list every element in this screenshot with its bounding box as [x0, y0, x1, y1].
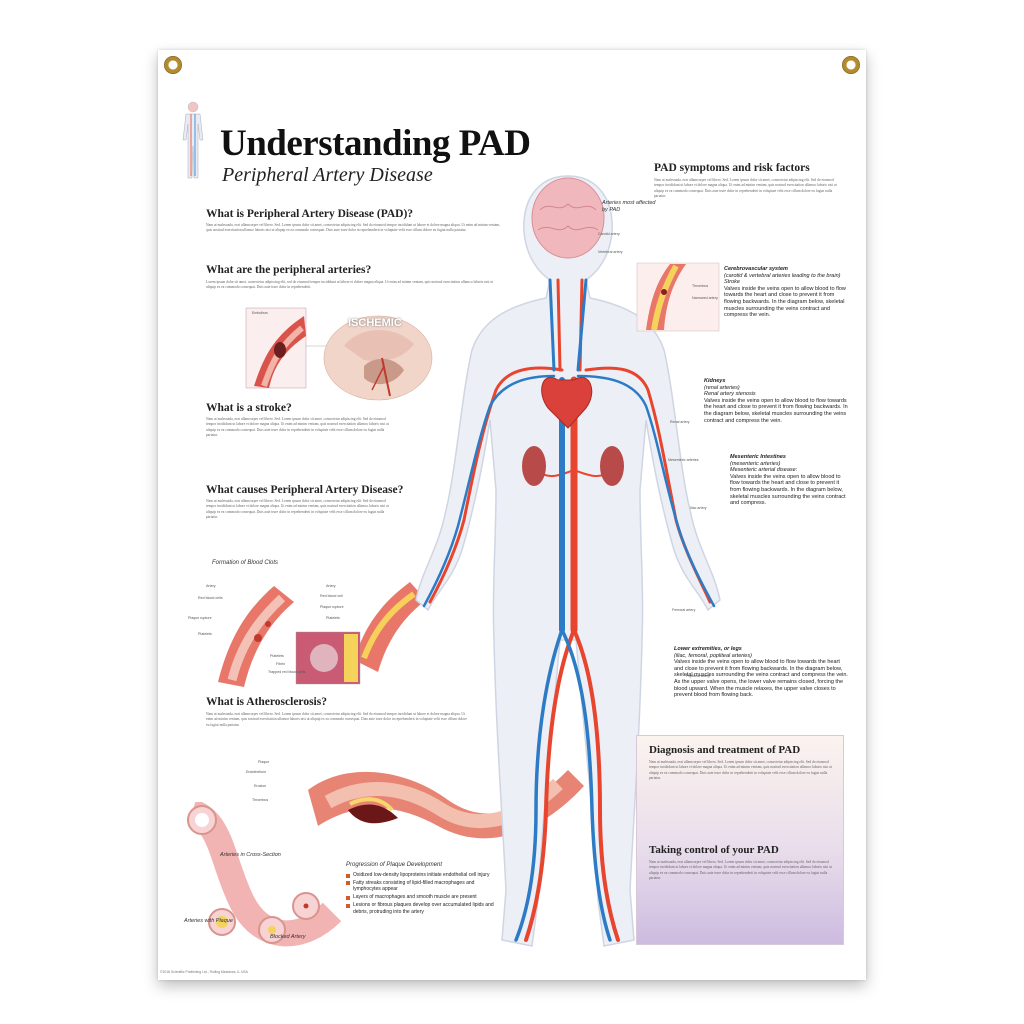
- poster: Understanding PAD Peripheral Artery Dise…: [158, 50, 866, 980]
- clot-label-artery-right: Artery: [326, 584, 336, 588]
- label-arteries-cross-section: Arteries in Cross-Section: [220, 852, 281, 858]
- progression-list: Oxidized low-density lipoproteins initia…: [346, 872, 496, 916]
- heading-stroke: What is a stroke?: [206, 402, 292, 414]
- label-arteries-plaque: Arteries with Plaque: [184, 918, 233, 924]
- cereb-title: Cerebrovascular system: [724, 266, 788, 272]
- clot-label-platelets: Platelets: [198, 632, 212, 636]
- athero-label-plaque: Plaque: [258, 760, 270, 764]
- text-what-is-pad: Nam ut malesuada, erat ullamcorper vel l…: [206, 223, 501, 233]
- legs-title: Lower extremities, or legs: [674, 646, 742, 652]
- clot-small-trapped: Trapped red blood cells: [268, 670, 306, 674]
- mes-body: Valves inside the veins open to allow bl…: [730, 473, 846, 507]
- mes-sub: (mesenteric arteries): [730, 460, 781, 467]
- body-label-carotid: Carotid artery: [598, 232, 620, 236]
- athero-label-erosion: Erosion: [254, 784, 267, 788]
- ischemic-stroke-figure: [245, 307, 433, 401]
- clot-label-rupture-right: Plaque rupture: [320, 605, 344, 609]
- label-formation-clots: Formation of Blood Clots: [212, 560, 279, 566]
- text-diagnosis: Nam ut malesuada, erat ullamcorper vel l…: [649, 760, 832, 781]
- grommet-left: [164, 56, 182, 74]
- body-label-popliteal: Popliteal artery: [686, 674, 710, 678]
- heading-causes: What causes Peripheral Artery Disease?: [206, 484, 404, 496]
- cereb-body: Valves inside the veins open to allow bl…: [724, 285, 846, 319]
- footer-copyright: ©2018 Scientific Publishing Ltd., Rollin…: [160, 970, 248, 974]
- circulatory-body-figure: [415, 175, 721, 947]
- callout-mesenteric: Mesenteric Intestines (mesenteric arteri…: [730, 454, 848, 507]
- clot-label-platelets-right: Platelets: [326, 616, 340, 620]
- mes-title: Mesenteric Intestines: [730, 454, 786, 460]
- text-stroke: Nam ut malesuada, erat ullamcorper vel l…: [206, 417, 389, 438]
- heading-peripheral-arteries: What are the peripheral arteries?: [206, 264, 372, 276]
- callout-cerebrovascular: Cerebrovascular system (carotid & verteb…: [724, 266, 848, 319]
- clot-label-rbc-right: Red blood cell: [320, 594, 343, 598]
- label-blocked-artery: Blocked Artery: [270, 934, 306, 940]
- kidney-sub2: Renal artery stenosis: [704, 391, 756, 398]
- athero-label-endothelium: Endothelium: [246, 770, 266, 774]
- cereb-label-narrowed: Narrowed artery: [692, 296, 718, 300]
- body-label-mesenteric: Mesenteric arteries: [668, 458, 699, 462]
- text-symptoms: Nam ut malesuada, erat ullamcorper vel l…: [654, 178, 837, 199]
- mes-sub2: Mesenteric arterial disease:: [730, 467, 798, 474]
- body-label-femoral: Femoral artery: [672, 608, 696, 612]
- kidney-sub: (renal arteries): [704, 384, 740, 391]
- legs-body: Valves inside the veins open to allow bl…: [674, 659, 848, 699]
- cereb-sub: (carotid & vertebral arteries leading to…: [724, 272, 841, 286]
- heading-symptoms: PAD symptoms and risk factors: [654, 162, 810, 174]
- callout-kidneys: Kidneys (renal arteries) Renal artery st…: [704, 378, 848, 424]
- body-label-vertebral: Vertebral artery: [598, 250, 623, 254]
- label-ischemic: ISCHEMIC: [348, 317, 402, 329]
- heading-taking-control: Taking control of your PAD: [649, 844, 779, 856]
- page-subtitle: Peripheral Artery Disease: [222, 164, 433, 186]
- text-peripheral-arteries: Lorem ipsum dolor sit amet, consectetur …: [206, 280, 494, 290]
- mini-body-icon: [182, 101, 204, 179]
- heading-diagnosis: Diagnosis and treatment of PAD: [649, 744, 801, 756]
- legs-sub: (iliac, femoral, popliteal arteries): [674, 652, 752, 659]
- clot-small-fibrin: Fibrin: [276, 662, 285, 666]
- heading-atherosclerosis: What is Atherosclerosis?: [206, 696, 327, 708]
- label-embolism: Embolism: [252, 311, 268, 315]
- body-label-iliac: Iliac artery: [690, 506, 707, 510]
- callout-legs: Lower extremities, or legs (iliac, femor…: [674, 646, 848, 699]
- clot-label-rbc: Red blood cells: [198, 596, 223, 600]
- label-arteries-most: Arteries most affected by PAD: [602, 200, 656, 213]
- clot-small-platelets: Platelets: [270, 654, 284, 658]
- kidney-title: Kidneys: [704, 378, 726, 384]
- label-progression-title: Progression of Plaque Development: [346, 862, 443, 868]
- body-label-renal: Renal artery: [670, 420, 690, 424]
- progression-item: Lesions or fibrous plaques develop over …: [346, 902, 496, 915]
- page-title: Understanding PAD: [220, 123, 531, 164]
- heading-what-is-pad: What is Peripheral Artery Disease (PAD)?: [206, 208, 414, 220]
- cerebrovascular-inset: [636, 262, 720, 332]
- progression-item: Fatty streaks consisting of lipid-filled…: [346, 880, 496, 893]
- grommet-right: [842, 56, 860, 74]
- arteries-cross-section-figure: [186, 802, 342, 947]
- text-atherosclerosis: Nam ut malesuada, erat ullamcorper vel l…: [206, 712, 467, 727]
- progression-item: Oxidized low-density lipoproteins initia…: [346, 872, 496, 878]
- diagnosis-panel: Diagnosis and treatment of PAD Nam ut ma…: [636, 735, 844, 945]
- text-taking-control: Nam ut malesuada, erat ullamcorper vel l…: [649, 860, 832, 881]
- kidney-body: Valves inside the veins open to allow bl…: [704, 397, 848, 424]
- text-causes: Nam ut malesuada, erat ullamcorper vel l…: [206, 499, 389, 520]
- cereb-label-thrombus: Thrombus: [692, 284, 709, 288]
- progression-item: Layers of macrophages and smooth muscle …: [346, 894, 496, 900]
- clot-label-rupture: Plaque rupture: [188, 616, 212, 620]
- clot-label-artery: Artery: [206, 584, 216, 588]
- blood-clot-figure: [218, 582, 426, 687]
- athero-label-thrombus: Thrombus: [252, 798, 269, 802]
